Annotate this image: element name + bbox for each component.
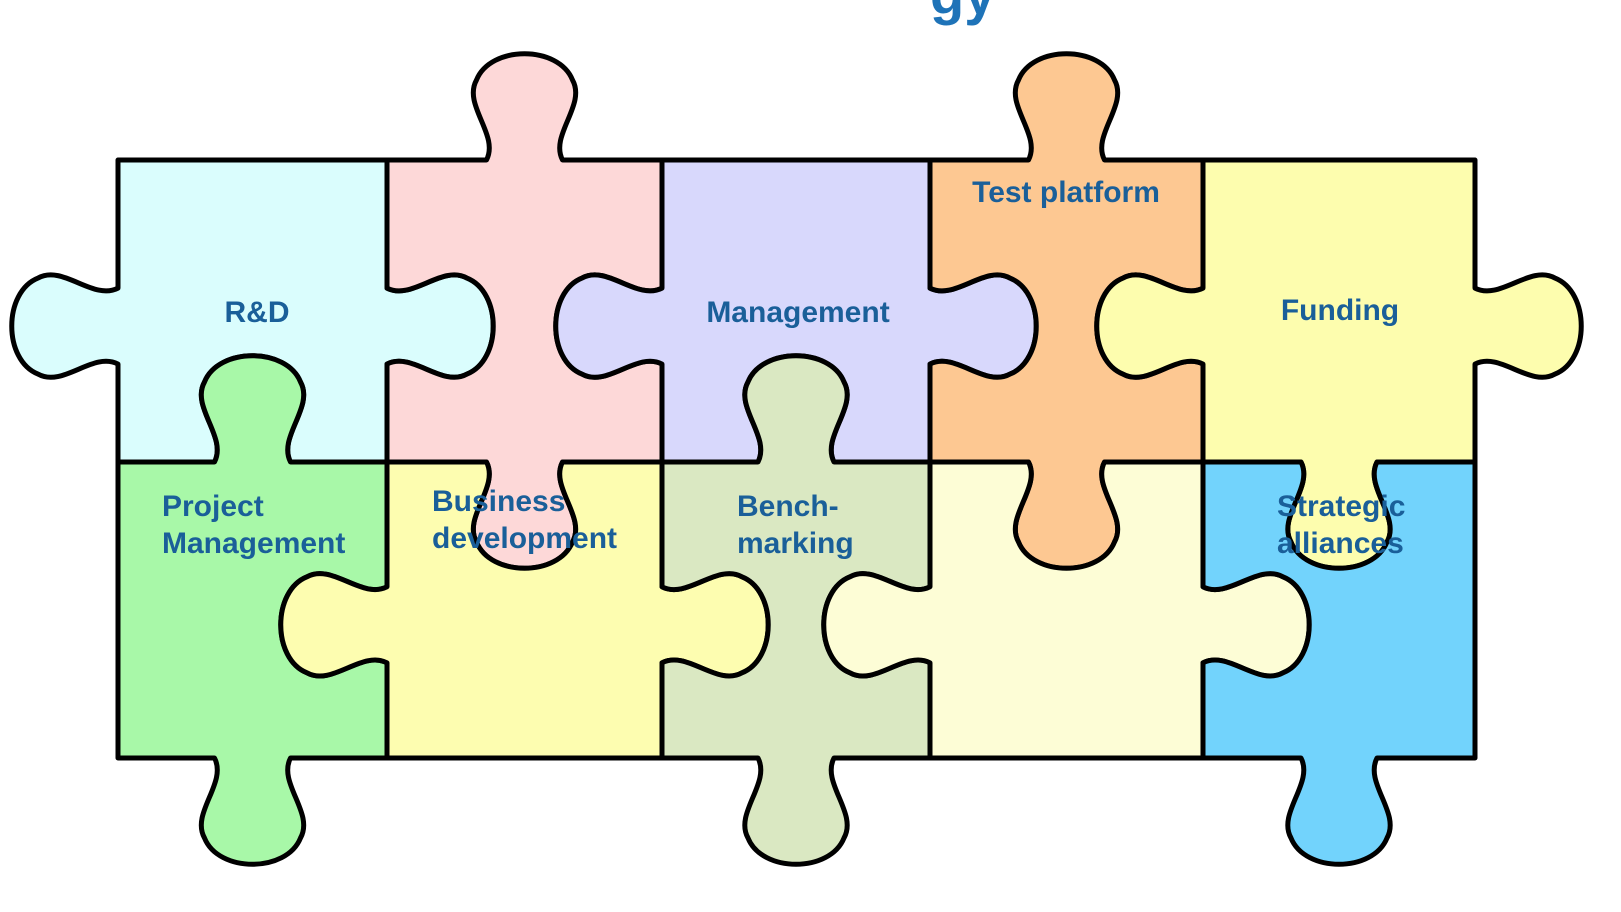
puzzle-piece-strategic-alliances [1200,459,1478,867]
piece-label-benchmarking: marking [737,527,854,560]
piece-label-benchmarking: Bench- [737,490,839,523]
piece-label-project-management: Management [162,527,345,560]
piece-label-rnd: R&D [225,296,290,329]
piece-label-project-management: Project [162,490,264,523]
piece-label-management: Management [706,296,889,329]
piece-label-funding: Funding [1281,294,1399,327]
piece-label-business-development: Business [432,485,565,518]
title-fragment: gy [930,0,1130,30]
piece-label-strategic-alliances: alliances [1277,527,1404,560]
piece-label-business-development: development [432,522,617,555]
piece-label-test-platform: Test platform [972,176,1160,209]
piece-label-strategic-alliances: Strategic [1277,490,1405,523]
